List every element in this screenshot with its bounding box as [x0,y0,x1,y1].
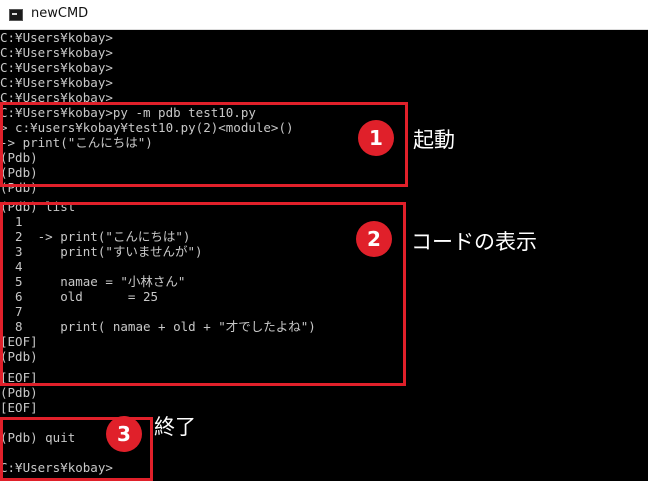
console-line: 5 namae = "小林さん" [0,274,186,289]
console-line: 8 print( namae + old + "才でしたよね") [0,319,316,334]
title-bar[interactable]: newCMD [0,0,648,30]
annotation-label-quit: 終了 [154,415,196,439]
console-line: C:¥Users¥kobay> [0,460,113,475]
console-line: C:¥Users¥kobay> [0,30,113,45]
console-line: (Pdb) [0,165,38,180]
console-line: 2 -> print("こんにちは") [0,229,191,244]
console-line: [EOF] [0,400,38,415]
step-badge-2: 2 [356,221,392,257]
annotation-label-launch: 起動 [413,128,455,152]
console-line: C:¥Users¥kobay> [0,45,113,60]
console-line: 3 print("すいませんが") [0,244,203,259]
console-line: C:¥Users¥kobay>py -m pdb test10.py [0,105,256,120]
console-line: 6 old = 25 [0,289,159,304]
console-line: (Pdb) [0,150,38,165]
console-line: [EOF] [0,334,38,349]
console-line: C:¥Users¥kobay> [0,75,113,90]
console-line: -> print("こんにちは") [0,135,153,150]
annotation-label-list: コードの表示 [411,230,537,254]
console-line: (Pdb) [0,180,38,195]
console-line: C:¥Users¥kobay> [0,90,113,105]
console-line: (Pdb) [0,385,38,400]
callout-box-list [0,202,406,386]
window-title: newCMD [31,6,89,21]
console-line: 7 [0,304,23,319]
console-line: 1 [0,214,23,229]
console-line: 4 [0,259,23,274]
step-badge-3: 3 [106,416,142,452]
console-line: C:¥Users¥kobay> [0,60,113,75]
console-output[interactable]: C:¥Users¥kobay> C:¥Users¥kobay> C:¥Users… [0,30,648,481]
console-line: [EOF] [0,370,38,385]
callout-box-quit [0,417,153,481]
console-line: > c:¥users¥kobay¥test10.py(2)<module>() [0,120,294,135]
callout-box-launch [0,102,408,187]
cmd-icon [9,9,23,21]
step-badge-1: 1 [358,120,394,156]
console-line: (Pdb) quit [0,430,76,445]
console-line: (Pdb) [0,349,38,364]
